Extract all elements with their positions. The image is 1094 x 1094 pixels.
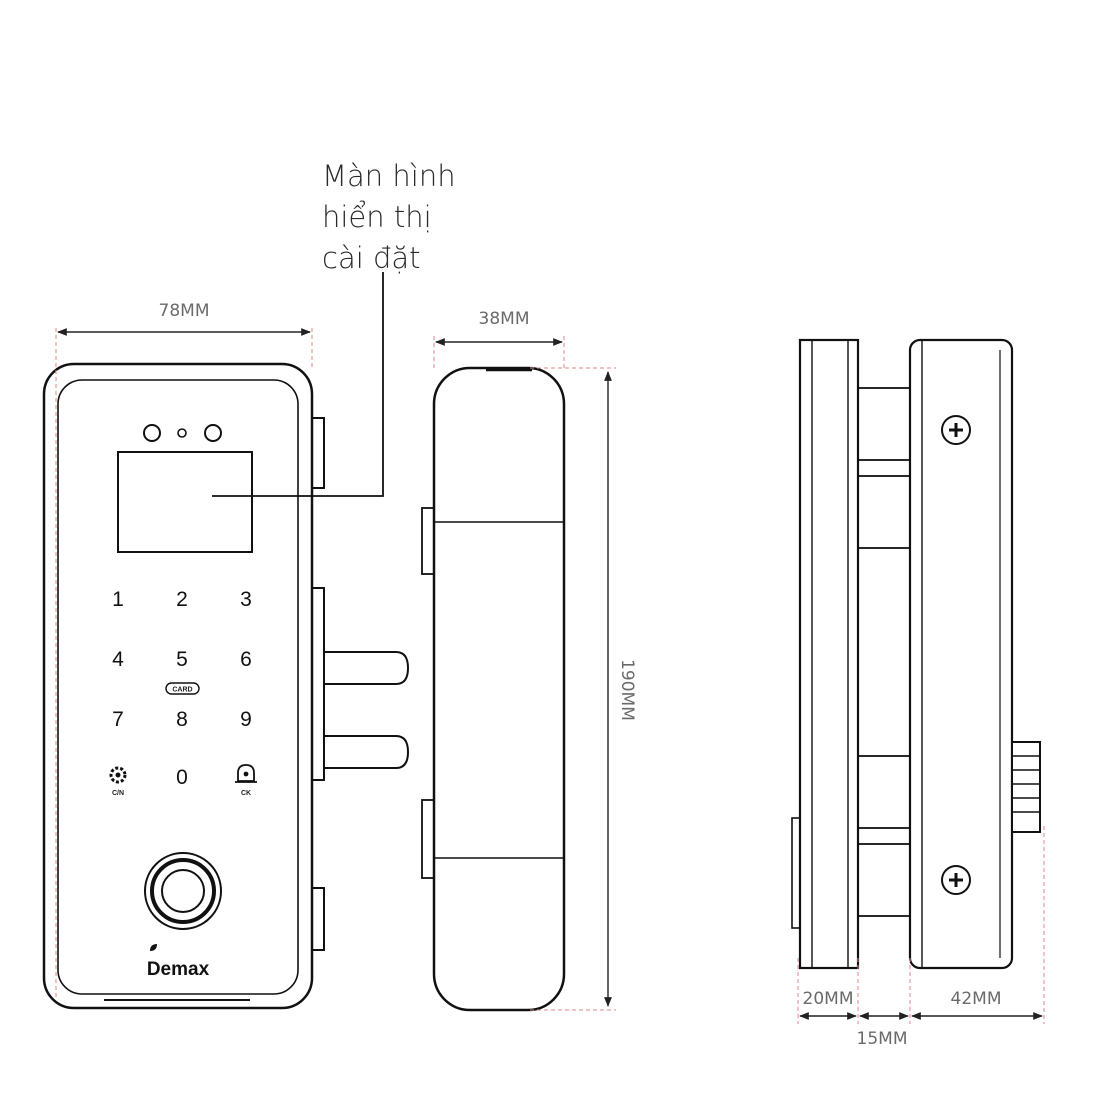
callout-line-2: hiển thị xyxy=(322,200,432,234)
left-plate-tab xyxy=(791,817,801,929)
key-6: 6 xyxy=(240,648,252,671)
callout-line-3: cài đặt xyxy=(322,241,421,275)
glass-left-label: 20MM xyxy=(803,989,854,1009)
gear-icon xyxy=(109,766,127,784)
side-tab-top xyxy=(421,507,435,575)
key-4: 4 xyxy=(112,648,124,671)
width-dimension: 78MM xyxy=(55,301,313,1000)
key-1: 1 xyxy=(112,588,124,611)
key-5: 5 xyxy=(176,648,188,671)
front-body-inner xyxy=(57,379,299,995)
sensor-right-icon xyxy=(204,424,222,442)
key-3: 3 xyxy=(240,588,252,611)
fingerprint-sensor-icon xyxy=(144,852,222,930)
thumb-knob-icon xyxy=(1011,741,1041,833)
settings-label: C/N xyxy=(112,790,124,797)
screw-top-icon xyxy=(941,415,971,445)
screw-bottom-icon xyxy=(941,865,971,895)
sensor-center-icon xyxy=(177,428,187,438)
key-7: 7 xyxy=(112,708,124,731)
glass-mount-view xyxy=(791,338,1041,970)
brand-logo: Demax xyxy=(147,959,210,980)
front-view: 1 2 3 4 5 6 CARD 7 8 9 C/N 0 CK xyxy=(42,272,384,1010)
width-label: 78MM xyxy=(159,301,210,321)
gap-block-1 xyxy=(857,387,911,461)
key-2: 2 xyxy=(176,588,188,611)
sensor-left-icon xyxy=(143,424,161,442)
bell-icon xyxy=(235,764,257,783)
key-8: 8 xyxy=(176,708,188,731)
gap-block-3 xyxy=(857,755,911,829)
screen-callout: Màn hình hiển thị cài đặt xyxy=(322,156,522,279)
card-reader-badge xyxy=(165,682,200,695)
bolt-bottom xyxy=(324,735,410,769)
card-label: CARD xyxy=(172,687,192,694)
side-tab-bottom xyxy=(421,799,435,879)
glass-gap-label: 15MM xyxy=(857,1029,908,1049)
bolt-top xyxy=(324,651,410,685)
glass-dimensions: 20MM 15MM 42MM xyxy=(797,826,1045,1049)
glass-right-label: 42MM xyxy=(951,989,1002,1009)
height-dimension: 190MM xyxy=(530,367,637,1011)
height-label: 190MM xyxy=(617,659,637,721)
brand-leaf-icon xyxy=(150,944,157,951)
bell-label: CK xyxy=(241,790,251,797)
left-plate xyxy=(798,338,860,970)
depth-dimension: 38MM xyxy=(433,309,565,370)
gap-block-4 xyxy=(857,843,911,917)
right-body xyxy=(908,338,1014,970)
callout-line-1: Màn hình xyxy=(322,159,456,193)
side-view xyxy=(324,366,566,1012)
gap-block-2 xyxy=(857,475,911,549)
key-9: 9 xyxy=(240,708,252,731)
callout-leader-line xyxy=(212,272,384,497)
depth-label: 38MM xyxy=(479,309,530,329)
side-body xyxy=(432,366,566,1012)
display-screen xyxy=(117,451,253,553)
key-0: 0 xyxy=(176,766,188,789)
